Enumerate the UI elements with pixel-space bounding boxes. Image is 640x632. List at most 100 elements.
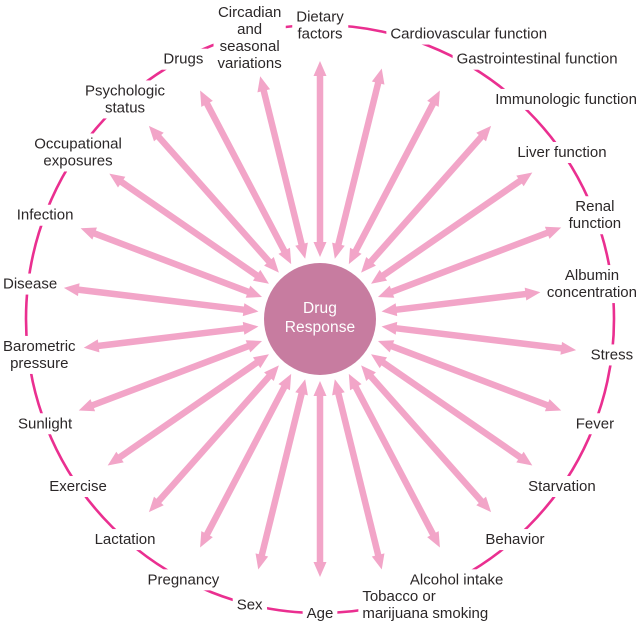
factor-arrow bbox=[255, 379, 308, 570]
arrowhead bbox=[278, 247, 292, 265]
arrowhead bbox=[427, 531, 440, 548]
factor-label-bg bbox=[0, 273, 62, 295]
arrowhead bbox=[255, 553, 269, 570]
arrow-shaft bbox=[89, 342, 252, 409]
factor-arrow bbox=[348, 373, 440, 548]
arrowhead bbox=[252, 354, 269, 369]
arrowhead bbox=[264, 257, 279, 273]
arrowhead bbox=[242, 321, 259, 335]
factor-arrow bbox=[313, 61, 327, 257]
arrow-shaft bbox=[388, 229, 551, 296]
factor-label-bg bbox=[90, 529, 160, 551]
factor-arrow bbox=[83, 321, 259, 353]
factor-arrow bbox=[361, 365, 492, 513]
arrow-shaft bbox=[351, 383, 437, 538]
arrow-shaft bbox=[379, 358, 524, 461]
factor-arrow bbox=[80, 227, 263, 298]
factor-label-bg bbox=[81, 80, 170, 119]
arrowhead bbox=[516, 172, 533, 187]
arrowhead bbox=[361, 365, 376, 381]
factor-label-bg bbox=[491, 88, 640, 110]
factor-label-bg bbox=[0, 335, 81, 374]
factor-label-bg bbox=[302, 603, 338, 624]
factor-label-bg bbox=[452, 48, 622, 70]
arrowhead bbox=[560, 341, 577, 355]
arrowhead bbox=[242, 303, 259, 317]
factor-label-bg bbox=[159, 48, 208, 70]
arrow-shaft bbox=[118, 178, 261, 280]
arrow-shaft bbox=[367, 372, 485, 505]
factor-arrow bbox=[348, 90, 440, 265]
factor-label-bg bbox=[405, 569, 508, 591]
arrowhead bbox=[313, 61, 327, 76]
factor-arrow bbox=[332, 379, 385, 570]
arrow-shaft bbox=[394, 290, 528, 314]
arrowhead bbox=[245, 340, 263, 353]
factor-arrow bbox=[257, 76, 308, 259]
arrow-shaft bbox=[394, 324, 564, 352]
factor-label-bg bbox=[524, 476, 600, 498]
arrowhead bbox=[148, 125, 164, 142]
arrowhead bbox=[371, 354, 388, 369]
factor-arrow bbox=[381, 321, 577, 355]
factor-label: Stress bbox=[591, 346, 634, 363]
factor-label: Fever bbox=[576, 415, 614, 432]
arrowhead bbox=[148, 496, 164, 513]
factor-label: Alcohol intake bbox=[410, 571, 503, 588]
arrow-shaft bbox=[203, 100, 289, 255]
factor-label: Pregnancy bbox=[148, 571, 220, 588]
factor-label-bg bbox=[232, 594, 268, 616]
factor-label: Liver function bbox=[517, 144, 606, 161]
factor-label-bg bbox=[571, 413, 619, 435]
arrow-shaft bbox=[258, 391, 306, 558]
factor-arrow bbox=[78, 340, 263, 412]
arrowhead bbox=[371, 553, 385, 570]
arrowhead bbox=[377, 340, 395, 353]
factor-label-bg bbox=[213, 2, 286, 74]
arrowhead bbox=[476, 496, 492, 513]
factor-arrow bbox=[381, 287, 541, 317]
hub-label: Drug Response bbox=[284, 300, 356, 336]
factor-label: Exercise bbox=[49, 478, 107, 495]
arrowhead bbox=[109, 173, 126, 188]
factor-arrow bbox=[332, 68, 385, 259]
arrowhead bbox=[332, 242, 345, 259]
arrowhead bbox=[371, 68, 385, 85]
factor-label-bg bbox=[292, 6, 349, 45]
arrowhead bbox=[264, 365, 279, 381]
arrowhead bbox=[313, 242, 327, 257]
factor-arrow bbox=[107, 354, 269, 466]
factor-label: Gastrointestinal function bbox=[457, 51, 618, 68]
arrow-shaft bbox=[116, 358, 261, 461]
factor-arrows bbox=[63, 61, 577, 577]
factor-arrow bbox=[377, 226, 562, 298]
factor-label: Sunlight bbox=[18, 415, 73, 432]
factor-label: Behavior bbox=[485, 531, 544, 548]
arrow-shaft bbox=[334, 80, 382, 247]
factor-arrow bbox=[200, 373, 292, 548]
arrowhead bbox=[348, 247, 362, 265]
arrow-shaft bbox=[96, 324, 246, 350]
arrowhead bbox=[544, 226, 562, 239]
factor-label: Cardiovascular function bbox=[390, 26, 547, 43]
arrowhead bbox=[252, 269, 269, 284]
factor-label: Infection bbox=[17, 207, 74, 224]
arrowhead bbox=[278, 373, 292, 391]
factor-label-bg bbox=[481, 529, 549, 551]
arrowhead bbox=[524, 287, 541, 301]
factor-arrow bbox=[200, 90, 292, 265]
factor-label-bg bbox=[513, 141, 611, 163]
factor-label: Lactation bbox=[95, 531, 156, 548]
arrowhead bbox=[200, 531, 213, 548]
arrowhead bbox=[427, 90, 440, 107]
arrowhead bbox=[295, 379, 308, 396]
factor-label-bg bbox=[386, 23, 552, 45]
